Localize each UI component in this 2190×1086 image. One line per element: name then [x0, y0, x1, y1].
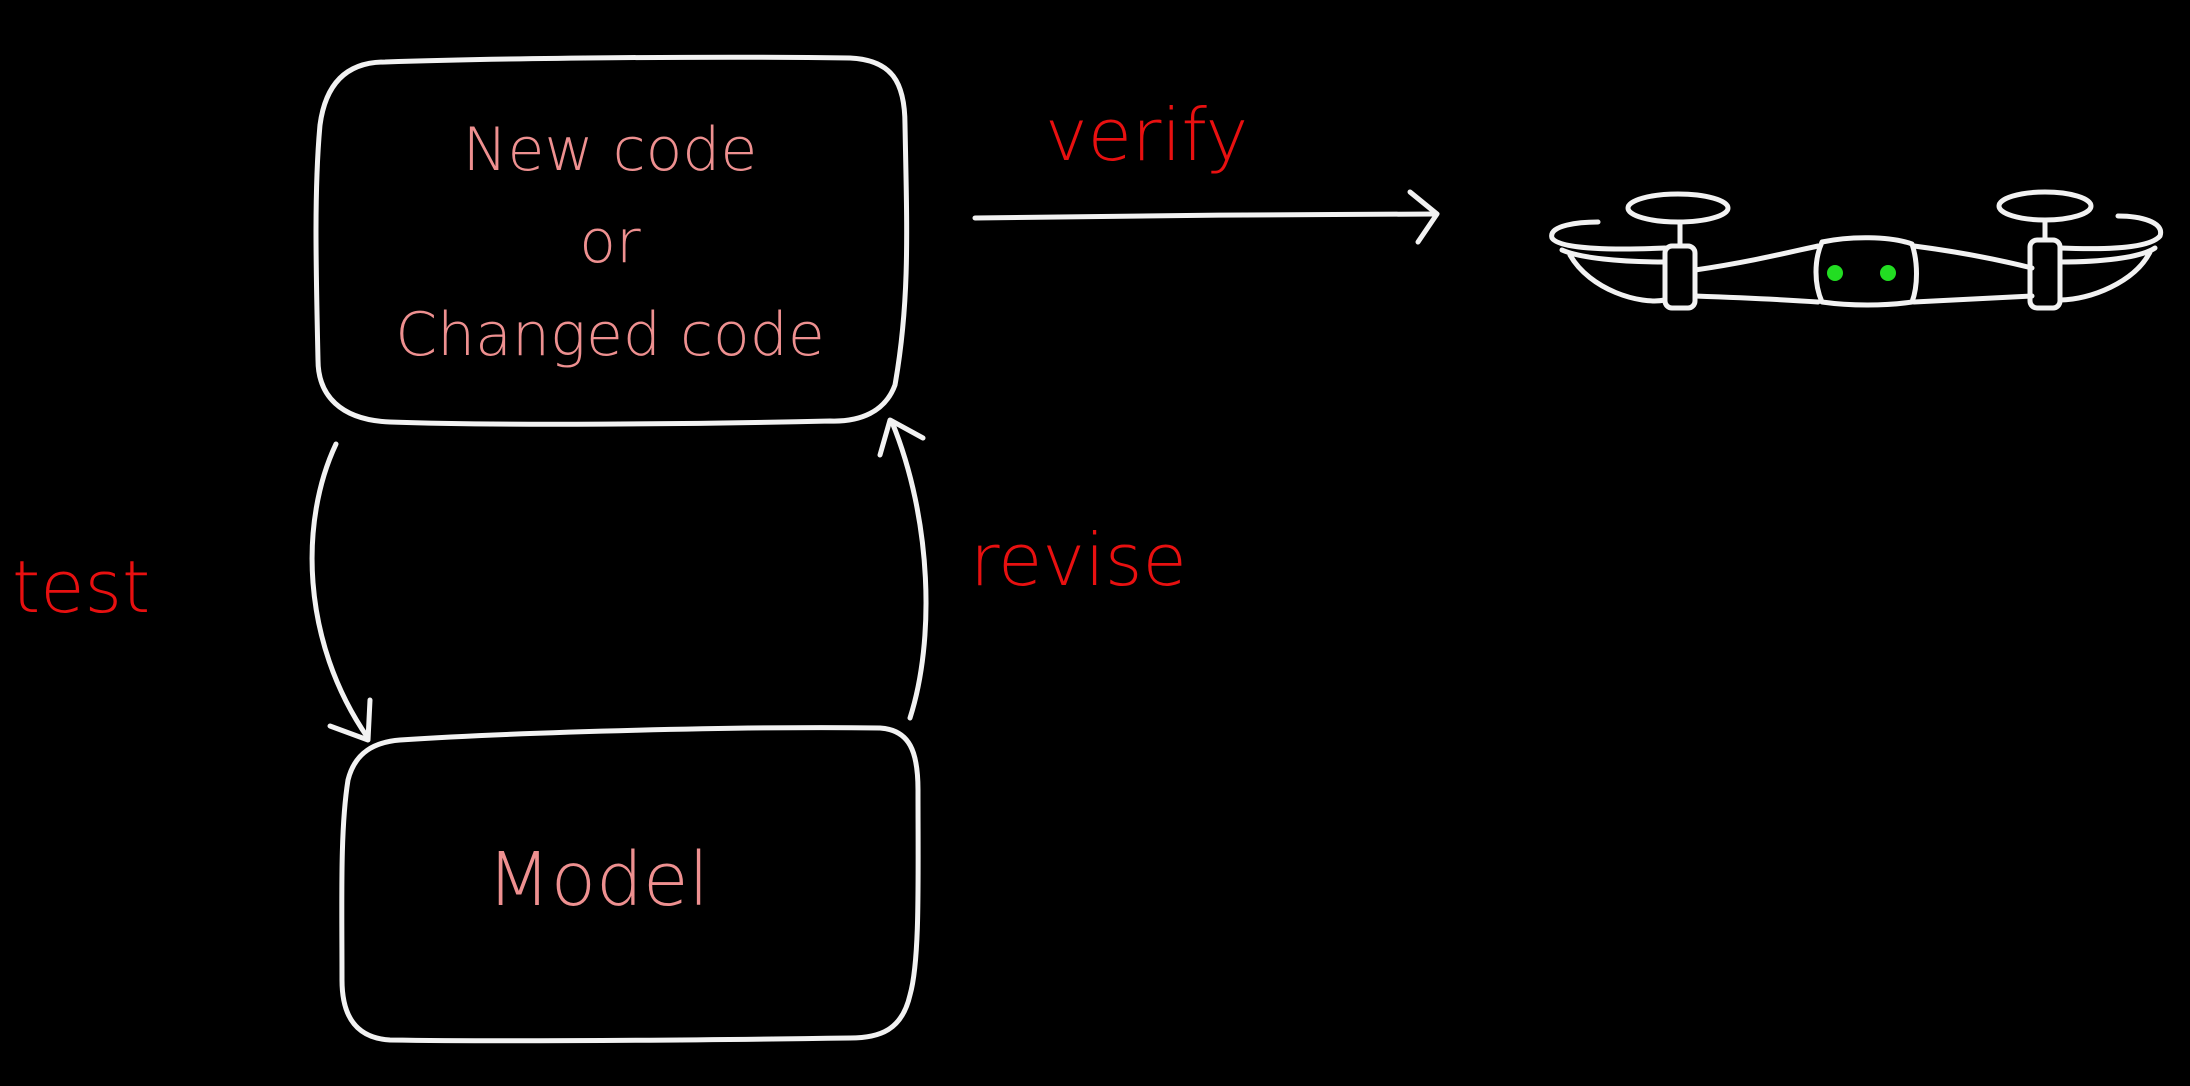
drone-rotor-top-left: [1625, 191, 1731, 225]
drone-light-right: [1880, 265, 1896, 281]
drone-motor-left: [1662, 243, 1698, 311]
revise-label: revise: [970, 518, 1187, 602]
code-box-line2: or: [579, 207, 641, 277]
drone-rotor-top-right: [1996, 189, 2094, 223]
test-arrow: [309, 441, 373, 743]
test-arrow-head: [327, 697, 373, 743]
drone-arm-upper-right: [1911, 243, 2035, 271]
model-box-outline: [339, 725, 921, 1044]
drone-blade-right: [2057, 213, 2164, 303]
code-box-outline: [313, 54, 910, 427]
model-box: Model: [339, 725, 921, 1044]
verify-arrow-line: [972, 211, 1438, 221]
code-box: New code or Changed code: [313, 54, 910, 427]
verify-arrow: [972, 189, 1440, 245]
revise-arrow-line: [889, 419, 929, 721]
revise-arrow-head: [877, 417, 926, 458]
drone-blade-left: [1549, 219, 1668, 304]
drone-motor-right: [2027, 237, 2063, 311]
drone-arm-lower-right: [1911, 293, 2035, 305]
model-box-label: Model: [487, 837, 709, 923]
code-box-line1: New code: [463, 115, 758, 185]
drone-light-left: [1827, 265, 1843, 281]
test-label: test: [12, 545, 150, 629]
verify-arrow-head: [1407, 189, 1440, 245]
test-arrow-line: [309, 441, 371, 741]
drone-arm-upper: [1692, 243, 1821, 273]
drone-icon: [1549, 189, 2164, 311]
code-box-line3: Changed code: [395, 300, 825, 370]
drone-arm-lower: [1692, 293, 1821, 305]
revise-arrow: [877, 417, 929, 721]
verify-label: verify: [1045, 93, 1248, 177]
drone-body: [1813, 235, 1919, 308]
